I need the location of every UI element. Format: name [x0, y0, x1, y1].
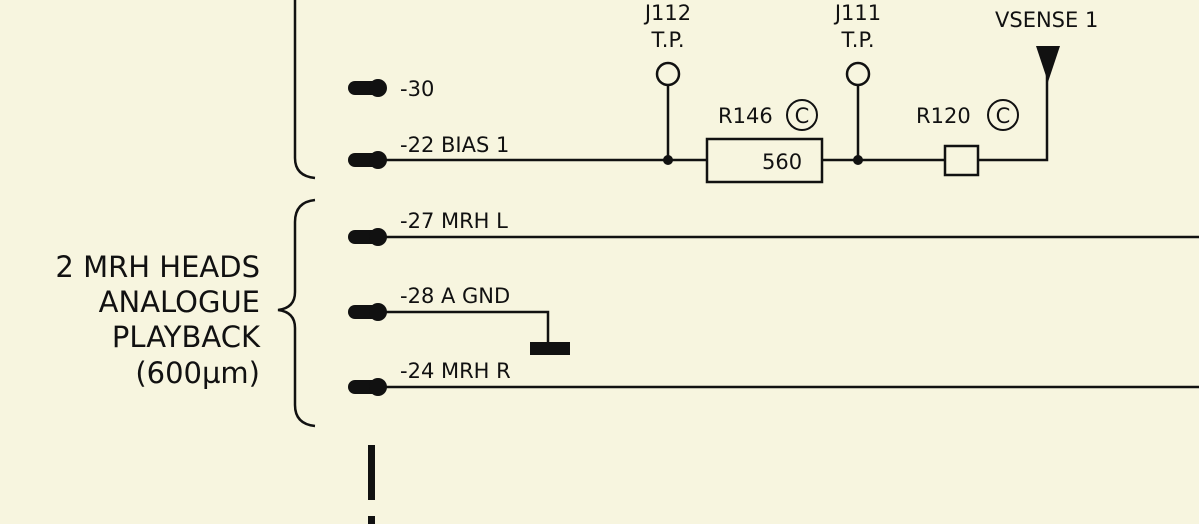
group-label-line4: (600µm) — [135, 356, 260, 390]
r120-mark: C — [996, 104, 1011, 128]
group-label-line1: 2 MRH HEADS — [55, 250, 260, 284]
test-point-j111-icon — [845, 61, 871, 87]
junction-dot — [853, 155, 863, 165]
pin-label-30: -30 — [400, 77, 434, 101]
pin-label-27: -27 MRH L — [400, 209, 508, 233]
test-point-stems — [666, 85, 860, 160]
r146-value: 560 — [762, 150, 802, 174]
test-point-j112-icon — [655, 61, 681, 87]
group-label-line3: PLAYBACK — [112, 320, 261, 354]
mark-c-icon — [786, 99, 818, 131]
j111-type: T.P. — [840, 28, 874, 52]
vsense-label: VSENSE 1 — [995, 8, 1098, 32]
j112-type: T.P. — [650, 28, 684, 52]
pin-label-24: -24 MRH R — [400, 359, 511, 383]
agnd-wire — [380, 310, 550, 346]
junction-dot — [663, 155, 673, 165]
resistor-r120 — [943, 144, 980, 177]
mark-c-icon — [987, 99, 1019, 131]
pin-label-28: -28 A GND — [400, 284, 510, 308]
bias-wire — [380, 72, 1049, 162]
dashed-line — [368, 516, 375, 524]
pin-label-22: -22 BIAS 1 — [400, 133, 509, 157]
group-brace — [277, 198, 316, 428]
r146-ref: R146 — [718, 104, 773, 128]
upper-bracket — [293, 0, 316, 180]
r146-mark: C — [795, 104, 810, 128]
vsense-arrow-icon — [1036, 46, 1060, 82]
dashed-line — [368, 445, 375, 500]
j111-ref: J111 — [833, 1, 881, 25]
ground-symbol-icon — [530, 342, 570, 355]
j112-ref: J112 — [643, 1, 691, 25]
resistor-r146 — [705, 137, 824, 184]
r120-ref: R120 — [916, 104, 971, 128]
connector-pins — [348, 79, 387, 396]
group-label-line2: ANALOGUE — [99, 285, 260, 319]
